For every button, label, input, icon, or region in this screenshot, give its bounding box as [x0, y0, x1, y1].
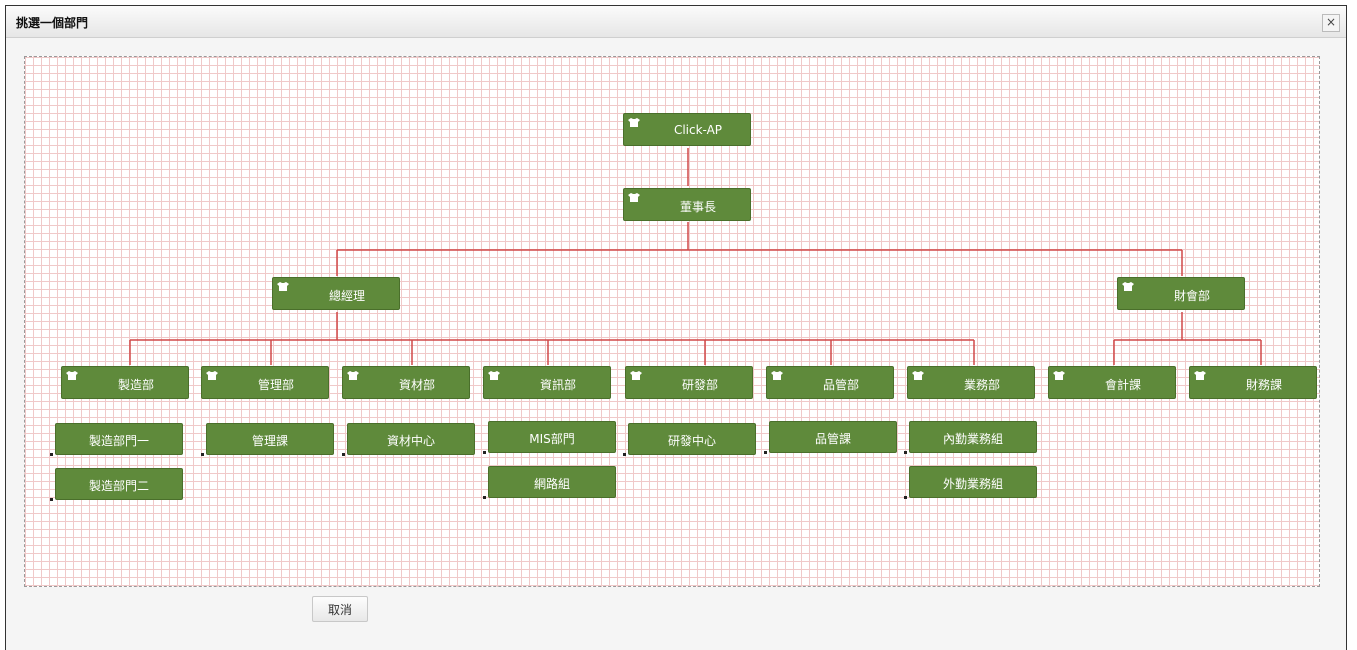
- shirt-icon: [1122, 282, 1134, 291]
- node-unit[interactable]: 製造部門一: [50, 423, 183, 456]
- node-unit[interactable]: 管理課: [201, 423, 334, 456]
- dialog-titlebar: 挑選一個部門 ×: [6, 6, 1346, 38]
- node-unit[interactable]: 網路組: [483, 466, 616, 499]
- shirt-icon: [628, 118, 640, 127]
- node-dept[interactable]: 研發部: [625, 366, 753, 399]
- shirt-icon: [912, 371, 924, 380]
- bullet-dot: [201, 453, 204, 456]
- node-general-manager[interactable]: 總經理: [272, 277, 400, 310]
- node-dept[interactable]: 業務部: [907, 366, 1035, 399]
- shirt-icon: [206, 371, 218, 380]
- node-dept[interactable]: 管理部: [201, 366, 329, 399]
- shirt-icon: [66, 371, 78, 380]
- node-root[interactable]: Click-AP: [623, 113, 751, 146]
- shirt-icon: [628, 193, 640, 202]
- bullet-dot: [623, 453, 626, 456]
- node-unit[interactable]: 外勤業務組: [904, 466, 1037, 499]
- shirt-icon: [1194, 371, 1206, 380]
- shirt-icon: [630, 371, 642, 380]
- shirt-icon: [771, 371, 783, 380]
- node-unit[interactable]: 資材中心: [342, 423, 475, 456]
- shirt-icon: [277, 282, 289, 291]
- node-dept[interactable]: 資訊部: [483, 366, 611, 399]
- node-dept[interactable]: 品管部: [766, 366, 894, 399]
- cancel-button[interactable]: 取消: [312, 596, 368, 622]
- shirt-icon: [488, 371, 500, 380]
- bullet-dot: [904, 496, 907, 499]
- dialog-title: 挑選一個部門: [16, 16, 89, 30]
- shirt-icon: [1053, 371, 1065, 380]
- node-dept[interactable]: 會計課: [1048, 366, 1176, 399]
- bullet-dot: [483, 496, 486, 499]
- bullet-dot: [904, 451, 907, 454]
- shirt-icon: [347, 371, 359, 380]
- node-unit[interactable]: 研發中心: [623, 423, 756, 456]
- node-dept[interactable]: 財務課: [1189, 366, 1317, 399]
- bullet-dot: [483, 451, 486, 454]
- node-unit[interactable]: 內勤業務組: [904, 421, 1037, 454]
- bullet-dot: [342, 453, 345, 456]
- node-dept[interactable]: 製造部: [61, 366, 189, 399]
- node-dept[interactable]: 資材部: [342, 366, 470, 399]
- bullet-dot: [50, 453, 53, 456]
- bullet-dot: [764, 451, 767, 454]
- node-unit[interactable]: 品管課: [764, 421, 897, 454]
- close-icon[interactable]: ×: [1322, 14, 1340, 32]
- node-chairman[interactable]: 董事長: [623, 188, 751, 221]
- node-unit[interactable]: 製造部門二: [50, 468, 183, 501]
- bullet-dot: [50, 498, 53, 501]
- node-unit[interactable]: MIS部門: [483, 421, 616, 454]
- node-finance[interactable]: 財會部: [1117, 277, 1245, 310]
